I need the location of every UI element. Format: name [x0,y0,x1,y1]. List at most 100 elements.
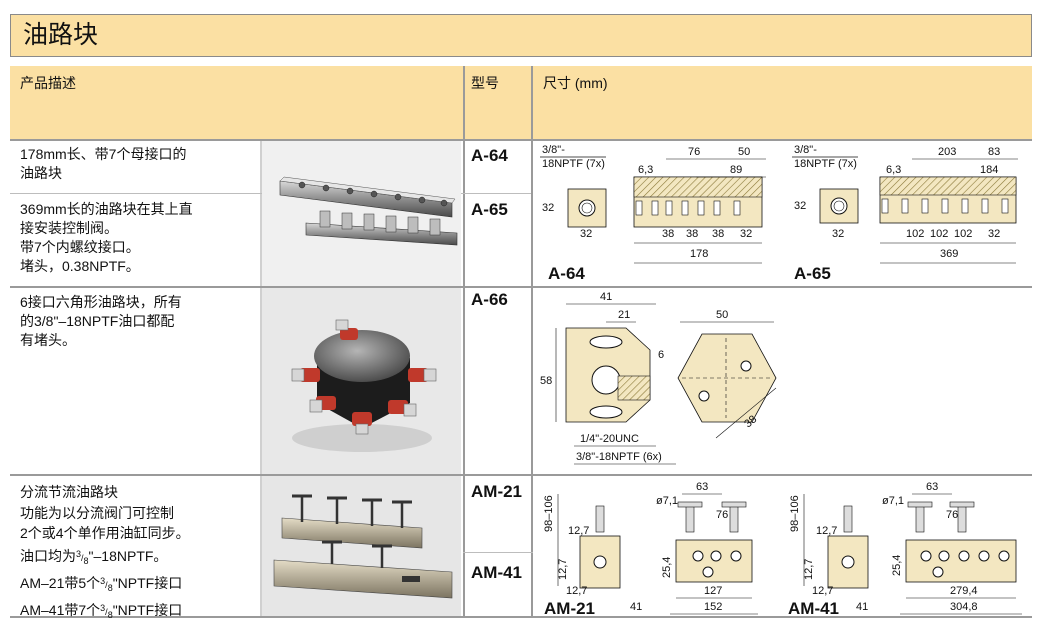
fraction-denominator: 8 [107,609,113,620]
dim-label: 279,4 [950,585,978,597]
desc-text: 油口均为 [20,547,76,564]
dim-label: 41 [600,291,612,303]
desc-line: 带7个内螺纹接口。 [20,239,140,255]
dim-label: 369 [940,248,958,260]
dim-label: 25,4 [661,557,673,578]
desc-line-ports: 油口均为3/8"–18NPTF。 [20,544,190,571]
desc-line: 分流节流油路块 [20,484,118,500]
dim-label: 98–106 [543,495,555,532]
table-bottom-border [10,616,1032,618]
desc-am: 分流节流油路块 功能为以分流阀门可控制 2个或4个单作用油缸同步。 油口均为3/… [20,482,190,623]
dim-label: 6,3 [886,164,901,176]
dim-label: 76 [946,509,958,521]
thread-label: 3/8"- [542,144,565,156]
column-divider [531,66,533,616]
fraction: 3/8 [76,548,89,566]
drawing-a64: 3/8"- 18NPTF (7x) 32 32 6,3 76 50 89 38 … [536,141,776,286]
flow-divider-photo [262,476,461,616]
fraction-numerator: 3 [100,575,106,586]
manifold-photo [262,141,461,286]
dim-label: 98–106 [789,495,801,532]
desc-line: 178mm长、带7个母接口的 [20,146,187,162]
dim-label: 76 [688,146,700,158]
photo-column-divider [260,139,262,616]
desc-a66: 6接口六角形油路块，所有 的3/8"–18NPTF油口都配 有堵头。 [20,293,182,350]
dim-label: 32 [542,202,554,214]
dim-label: 102 [954,228,972,240]
desc-a65: 369mm长的油路块在其上直 接安装控制阀。 带7个内螺纹接口。 堵头，0.38… [20,200,193,276]
dim-label: 32 [580,228,592,240]
dim-label: 58 [540,375,552,387]
thread-label: 1/4"-20UNC [580,433,639,445]
row-divider [10,139,1032,141]
dim-label: 12,7 [566,585,587,597]
desc-line: 6接口六角形油路块，所有 [20,294,182,310]
dim-label: 152 [704,601,722,613]
desc-line: 2个或4个单作用油缸同步。 [20,525,190,541]
fraction: 3/8 [100,603,113,620]
model-a66: A-66 [471,290,508,309]
drawing-label: A-65 [794,264,831,283]
thread-label: 18NPTF (7x) [542,158,605,170]
dim-label: 203 [938,146,956,158]
row-divider-am21-am41 [463,552,533,553]
desc-a64: 178mm长、带7个母接口的 油路块 [20,145,186,183]
dim-label: 184 [980,164,998,176]
dim-label: 63 [696,481,708,493]
drawing-label: AM-41 [788,599,839,616]
dim-label: 102 [906,228,924,240]
dim-label: 50 [738,146,750,158]
dim-label: 76 [716,509,728,521]
dim-label: 12,7 [803,559,815,580]
dim-label: 102 [930,228,948,240]
dim-label: 12,7 [557,559,569,580]
dim-label: ø7,1 [656,495,678,507]
desc-line-am21: AM–21带5个3/8"NPTF接口 [20,571,190,598]
header-dimensions: 尺寸 (mm) [533,66,1032,139]
desc-line: 接安装控制阀。 [20,220,118,236]
desc-text: AM–41带7个 [20,602,101,619]
dim-label: 38 [712,228,724,240]
desc-line: 油路块 [20,165,62,181]
dim-label: 127 [704,585,722,597]
fraction-numerator: 3 [100,603,106,614]
dim-label: 6,3 [638,164,653,176]
dim-label: 25,4 [891,555,903,576]
dim-label: 38 [686,228,698,240]
thread-label: 18NPTF (7x) [794,158,857,170]
model-am41: AM-41 [471,563,523,582]
drawing-am41: 98–106 12,7 12,7 12,7 ø7,1 63 76 25,4 27… [782,476,1030,616]
row-divider [10,474,1032,476]
drawing-a65: 3/8"- 18NPTF (7x) 32 32 6,3 203 83 184 1… [782,141,1030,286]
fraction-numerator: 3 [76,548,82,559]
dim-label: 32 [794,200,806,212]
dim-label: 178 [690,248,708,260]
dim-label: 41 [630,601,642,613]
hex-manifold-photo [262,288,461,474]
hex-manifold-icon [291,319,437,452]
dim-label: 12,7 [816,525,837,537]
model-a65: A-65 [471,200,508,219]
model-a64: A-64 [471,146,508,165]
dim-label: 12,7 [568,525,589,537]
row-divider [10,286,1032,288]
header-model: 型号 [465,66,531,139]
flow-divider-icon [273,494,453,599]
dim-label: 89 [730,164,742,176]
desc-text: "–18NPTF。 [88,547,168,564]
drawing-label: A-64 [548,264,585,283]
drawing-a66: 41 21 58 6 1/4"-20UNC 3/8"-18NPTF (6x) 5… [536,288,796,474]
dim-label: 83 [988,146,1000,158]
desc-text: "NPTF接口 [112,602,183,619]
model-am21: AM-21 [471,482,523,501]
dim-label: 32 [988,228,1000,240]
manifold-photo-icon [279,176,458,246]
dim-label: 38 [662,228,674,240]
header-description: 产品描述 [10,66,463,139]
desc-line: 功能为以分流阀门可控制 [20,504,174,521]
section-title: 油路块 [10,14,1032,57]
desc-line-am41: AM–41带7个3/8"NPTF接口 [20,598,190,623]
desc-text: AM–21带5个 [20,574,101,591]
desc-line: 堵头，0.38NPTF。 [20,258,140,274]
